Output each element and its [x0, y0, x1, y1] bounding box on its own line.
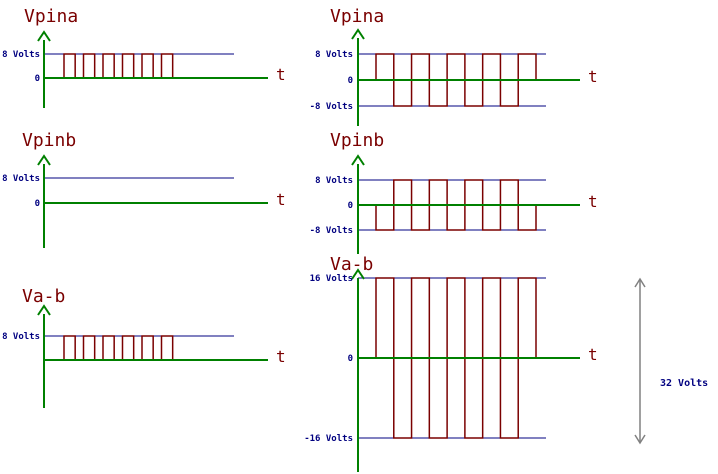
- panel-left-vpinb: 8 Volts 0 Vpinb t: [2, 130, 286, 248]
- time-axis-label: t: [276, 65, 286, 84]
- pulse: [160, 335, 174, 360]
- time-axis-label: t: [276, 190, 286, 209]
- level-label: 8 Volts: [2, 50, 40, 60]
- pulse: [82, 335, 96, 360]
- panel-title: Vpina: [24, 6, 78, 27]
- y-axis-arrowhead: [351, 268, 365, 280]
- time-axis-label: t: [588, 67, 598, 86]
- y-axis-arrowhead: [351, 154, 365, 166]
- panel-title: Vpinb: [22, 130, 76, 151]
- dimension-arrowhead-down: [634, 434, 646, 445]
- pulse: [102, 335, 115, 360]
- time-axis-label: t: [276, 347, 286, 366]
- square-waveform: [375, 277, 537, 439]
- level-label: 0: [35, 74, 40, 84]
- level-label: 8 Volts: [315, 50, 353, 60]
- pulse: [63, 53, 76, 78]
- pulse: [141, 335, 154, 360]
- level-label: 0: [35, 199, 40, 209]
- y-axis-arrowhead: [37, 154, 51, 166]
- y-axis-arrowhead: [37, 30, 51, 42]
- level-label: 0: [348, 76, 353, 86]
- level-label: 16 Volts: [310, 274, 353, 284]
- y-axis-arrowhead: [351, 28, 365, 40]
- dimension-label: 32 Volts: [660, 378, 708, 389]
- pulse: [121, 53, 135, 78]
- level-label: 8 Volts: [315, 176, 353, 186]
- level-label: 0: [348, 354, 353, 364]
- pulse: [63, 335, 76, 360]
- panel-left-va-b: 8 Volts Va-b t: [2, 286, 286, 408]
- pulse: [102, 53, 115, 78]
- pulse: [160, 53, 174, 78]
- pulse: [121, 335, 135, 360]
- square-waveform: [375, 179, 537, 231]
- time-axis-label: t: [588, 345, 598, 364]
- level-label: 8 Volts: [2, 174, 40, 184]
- panel-right-vpinb: 8 Volts 0 -8 Volts Vpinb t: [310, 130, 598, 254]
- panel-title: Vpinb: [330, 130, 384, 151]
- level-label: -8 Volts: [310, 226, 353, 236]
- dimension-arrowhead-up: [634, 277, 646, 288]
- y-axis-arrowhead: [37, 304, 51, 316]
- level-label: 8 Volts: [2, 332, 40, 342]
- panel-title: Va-b: [330, 254, 373, 275]
- square-waveform: [375, 53, 537, 107]
- level-label: 0: [348, 201, 353, 211]
- pulse: [141, 53, 154, 78]
- time-axis-label: t: [588, 192, 598, 211]
- panel-title: Va-b: [22, 286, 65, 307]
- panel-right-va-b: 16 Volts 0 -16 Volts Va-b t: [304, 254, 598, 472]
- panel-title: Vpina: [330, 6, 384, 27]
- level-label: -16 Volts: [304, 434, 353, 444]
- panel-left-vpina: 8 Volts 0 Vpina t: [2, 6, 286, 108]
- dimension-indicator: 32 Volts: [634, 277, 708, 445]
- panel-right-vpina: 8 Volts 0 -8 Volts Vpina t: [310, 6, 598, 126]
- level-label: -8 Volts: [310, 102, 353, 112]
- pulse: [82, 53, 96, 78]
